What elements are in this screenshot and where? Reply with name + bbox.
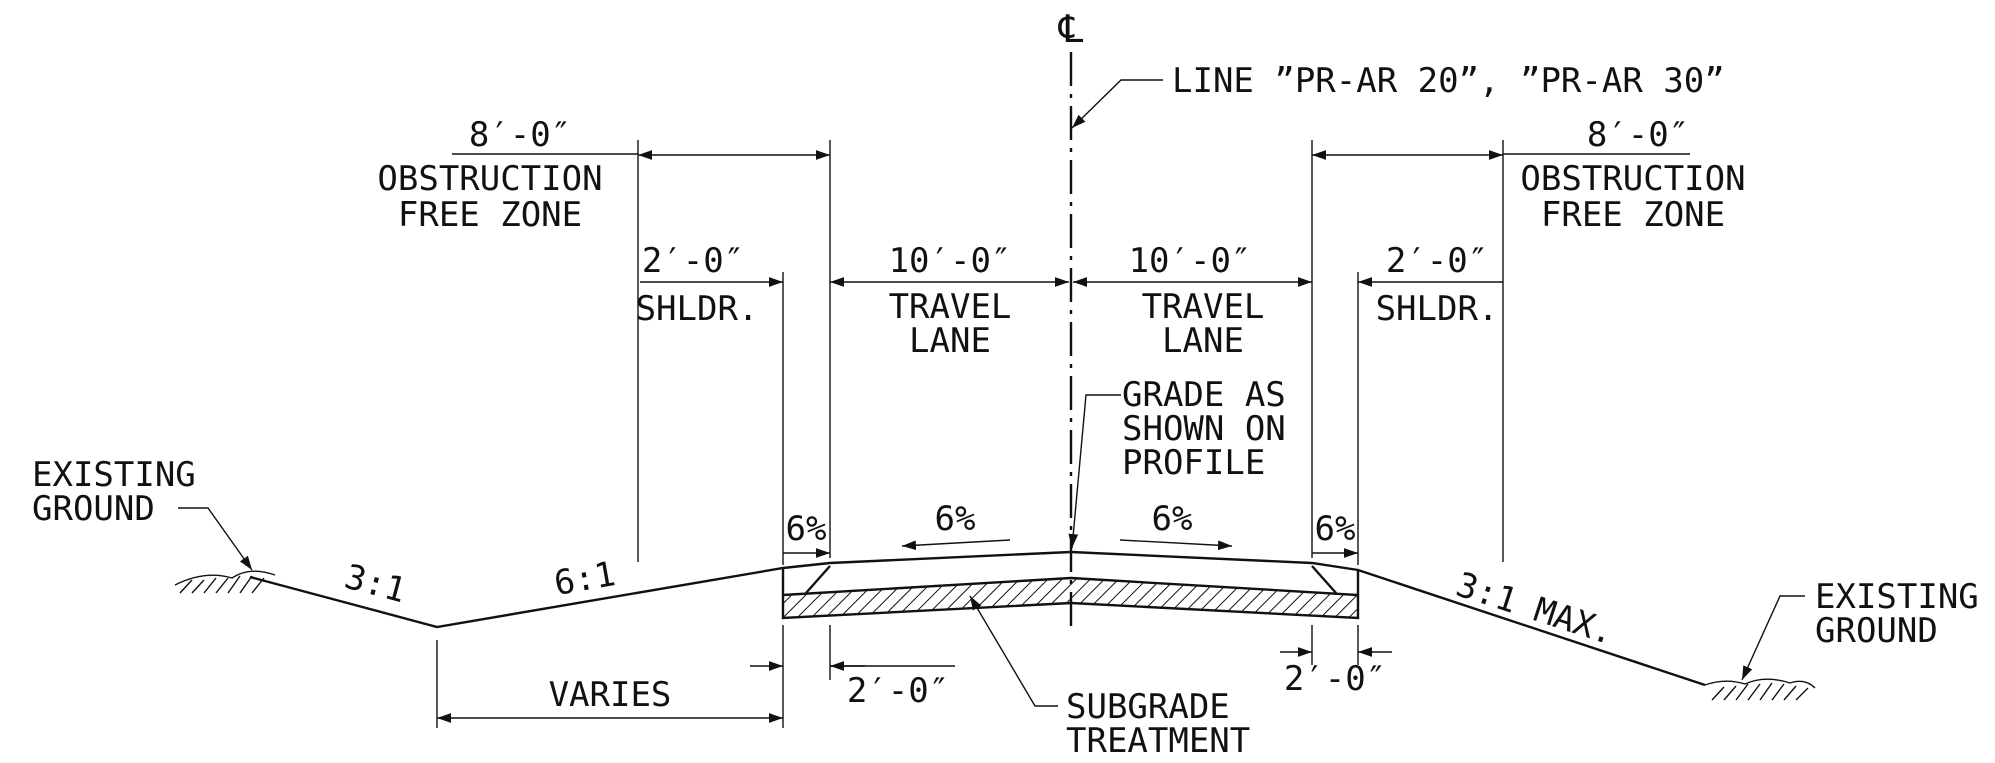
lane-label-right-1: TRAVEL (1142, 287, 1265, 327)
grade-note-1: GRADE AS (1122, 375, 1286, 415)
lane-dim-right: 10′-0″ (1129, 241, 1252, 281)
lane-label-left-2: LANE (909, 321, 991, 361)
shoulder-slope-left: 6% (786, 509, 827, 549)
subgrade-treatment (781, 576, 1360, 620)
grade-note-2: SHOWN ON (1122, 409, 1286, 449)
ground-label-right-2: GROUND (1815, 611, 1938, 651)
subgrade-ext-dim-left: 2′-0″ (847, 671, 949, 711)
ofz-label-right-2: FREE ZONE (1541, 195, 1725, 235)
alignment-label: LINE ”PR-AR 20”, ”PR-AR 30” (1172, 61, 1725, 101)
shoulder-label-left: SHLDR. (636, 289, 759, 329)
shoulder-dim-right: 2′-0″ (1386, 241, 1488, 281)
ground-leader-left (178, 507, 253, 571)
existing-ground-right (1704, 678, 1816, 701)
pavement-edge-left (805, 565, 831, 594)
existing-ground-left (174, 570, 276, 594)
centerline-symbol: ℄ (1058, 7, 1084, 51)
lane-slope-arrow-left (901, 539, 1011, 551)
fill-slope-left: 6:1 (551, 554, 618, 604)
grade-note-leader (1068, 394, 1121, 549)
side-slope-right: 3:1 MAX. (1451, 565, 1619, 654)
finished-grade-line (249, 550, 1706, 687)
lane-label-right-2: LANE (1162, 321, 1244, 361)
grade-note-3: PROFILE (1122, 443, 1265, 483)
lane-dim-left: 10′-0″ (889, 241, 1012, 281)
shoulder-label-right: SHLDR. (1376, 289, 1499, 329)
ground-leader-right (1741, 595, 1805, 681)
subgrade-label-2: TREATMENT (1066, 721, 1250, 761)
ofz-label-left-2: FREE ZONE (398, 195, 582, 235)
ofz-label-right-1: OBSTRUCTION (1520, 159, 1745, 199)
ground-label-left-2: GROUND (32, 489, 155, 529)
alignment-leader (1071, 79, 1163, 129)
lane-label-left-1: TRAVEL (889, 287, 1012, 327)
lane-slope-right: 6% (1152, 499, 1193, 539)
lane-slope-left: 6% (935, 499, 976, 539)
varies-label: VARIES (549, 675, 672, 715)
ground-label-left-1: EXISTING (32, 455, 196, 495)
pavement-edge-right (1311, 565, 1337, 594)
ofz-dim-right: 8′-0″ (1587, 115, 1689, 155)
shoulder-slope-right: 6% (1315, 509, 1356, 549)
ofz-label-left-1: OBSTRUCTION (377, 159, 602, 199)
ofz-dim-left: 8′-0″ (469, 115, 571, 155)
subgrade-ext-dim-right: 2′-0″ (1284, 659, 1386, 699)
subgrade-label-leader (969, 595, 1058, 707)
lane-slope-arrow-right (1119, 539, 1233, 551)
ground-label-right-1: EXISTING (1815, 577, 1979, 617)
shoulder-dim-left: 2′-0″ (642, 241, 744, 281)
subgrade-label-1: SUBGRADE (1066, 687, 1230, 727)
